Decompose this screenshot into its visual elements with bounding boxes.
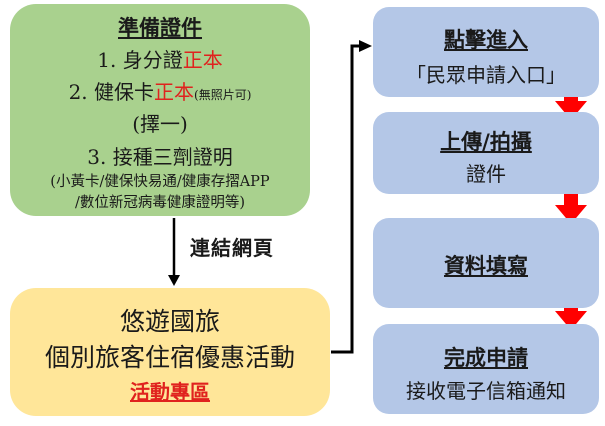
step-4-title: 完成申請 (444, 346, 528, 370)
step-1-title: 點擊進入 (444, 28, 528, 52)
down-arrow-head (168, 275, 180, 286)
documents-box: 準備證件 1. 身分證正本 2. 健保卡正本(無照片可) (擇一) 3. 接種三… (10, 4, 310, 216)
doc-item-3: 3. 接種三劑證明 (87, 145, 233, 169)
doc-item-2: 2. 健保卡正本(無照片可) (68, 80, 252, 104)
campaign-zone-link[interactable]: 活動專區 (130, 380, 210, 404)
doc-item-1: 1. 身分證正本 (97, 48, 223, 72)
doc-item-3-note-1: (小黃卡/健保快易通/健康存摺APP (50, 174, 270, 190)
step-4-sub: 接收電子信箱通知 (406, 379, 566, 403)
campaign-line-2: 個別旅客住宿優惠活動 (44, 343, 295, 372)
link-webpage-label: 連結網頁 (190, 236, 274, 260)
doc-item-2-original: 正本 (154, 80, 195, 104)
choose-one: (擇一) (132, 112, 188, 136)
campaign-box: 悠遊國旅 個別旅客住宿優惠活動 活動專區 (10, 288, 330, 416)
step-2-title: 上傳/拍攝 (440, 130, 532, 154)
step-4-box: 完成申請 接收電子信箱通知 (373, 324, 599, 414)
doc-item-1-original: 正本 (182, 48, 223, 72)
campaign-line-1: 悠遊國旅 (119, 307, 220, 336)
step-1-box: 點擊進入 「民眾申請入口」 (373, 7, 599, 97)
red-arrow-2 (555, 191, 587, 224)
elbow-arrow-head (359, 40, 372, 52)
documents-title: 準備證件 (118, 16, 202, 40)
step-3-box: 資料填寫 (373, 218, 599, 308)
step-2-sub: 證件 (466, 162, 506, 186)
step-2-box: 上傳/拍攝 證件 (373, 112, 599, 194)
doc-item-3-note-2: /數位新冠病毒健康證明等) (74, 195, 246, 211)
doc-item-2-note: (無照片可) (194, 88, 252, 102)
step-1-sub: 「民眾申請入口」 (406, 63, 566, 87)
elbow-connector (331, 44, 360, 354)
step-3-title: 資料填寫 (444, 254, 528, 278)
